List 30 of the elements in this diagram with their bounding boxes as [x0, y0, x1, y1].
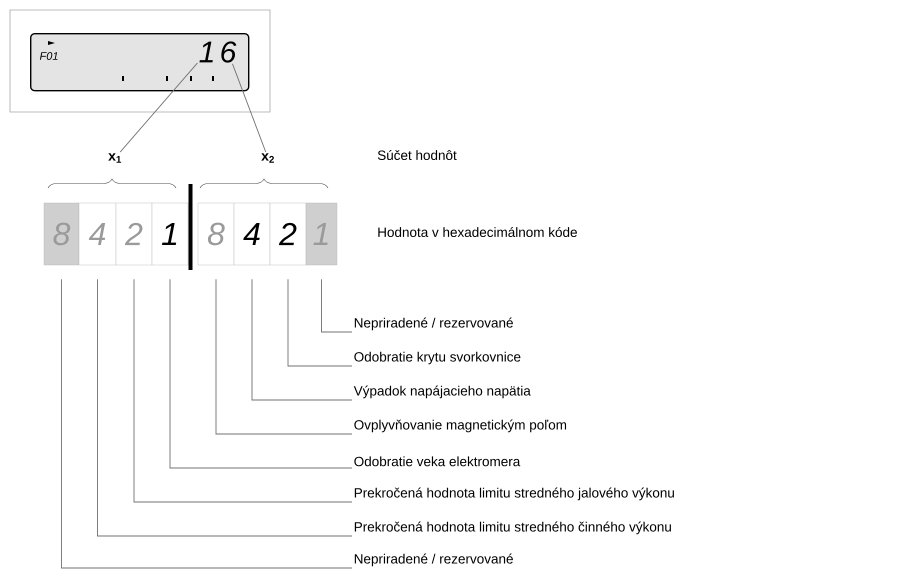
description-text: Ovplyvňovanie magnetickým poľom [354, 420, 566, 432]
digit-cell: 2 [270, 202, 306, 266]
digit-cell: 2 [116, 202, 152, 266]
lcd-digit: 6 [221, 41, 236, 63]
leader-line [252, 278, 352, 400]
group-label: x$_{2}$ [261, 153, 274, 163]
leader-line [120, 62, 198, 152]
leader-line [61, 278, 352, 568]
leader-line [321, 278, 352, 332]
description-text: Výpadok napájacieho napätia [354, 386, 531, 398]
leader-line [97, 278, 352, 536]
leader-line [288, 278, 352, 366]
leader-line [216, 278, 352, 434]
description-text: Nepriradené / rezervované [354, 554, 513, 566]
description-text: Odobratie krytu svorkovnice [354, 352, 520, 364]
description-text: Prekročená hodnota limitu stredného jalového výkonu [354, 488, 674, 500]
description-text: Prekročená hodnota limitu stredného činného výkonu [354, 522, 671, 534]
annotation-text: Súčet hodnôt [378, 150, 457, 160]
digit-cell: 8 [198, 202, 234, 266]
leader-line [134, 278, 352, 502]
digit-cell: 4 [234, 202, 270, 266]
leader-line [170, 278, 352, 468]
lcd-digit: 1 [199, 42, 213, 62]
leader-line [232, 63, 266, 152]
digit-cell: 4 [78, 202, 116, 266]
description-text: Nepriradené / rezervované [354, 318, 513, 330]
description-text: Odobratie veka elektromera [354, 456, 520, 466]
digit-cell: 1 [152, 202, 188, 266]
annotation-text: Hodnota v hexadecimálnom kóde [378, 226, 577, 238]
group-label: x$_{1}$ [108, 153, 122, 163]
